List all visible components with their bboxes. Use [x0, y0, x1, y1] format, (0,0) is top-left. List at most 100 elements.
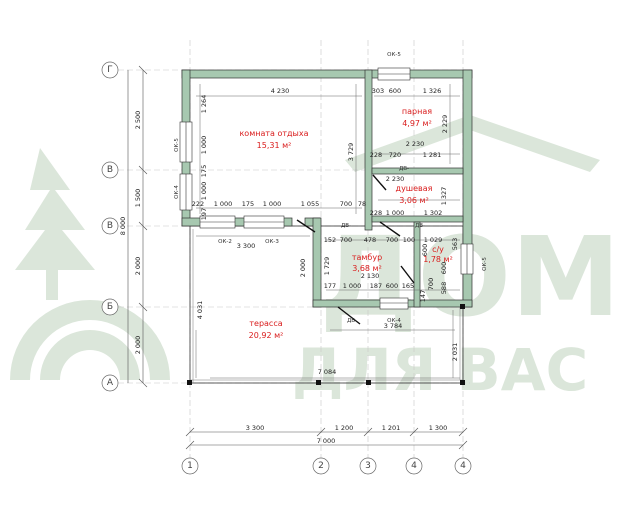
dim-p-1281: 1 281: [423, 151, 442, 159]
dim-p-1327: 1 327: [440, 187, 448, 206]
dim-x-187: 187: [370, 282, 382, 290]
dim-left-2000a: 2 000: [134, 257, 142, 276]
room-area-steam: 4,97 м²: [402, 119, 432, 128]
dim-top-1326: 1 326: [423, 87, 442, 95]
dim-v-3729: 3 729: [347, 143, 355, 162]
dim-t-100: 100: [403, 236, 415, 244]
dim-v-175: 175: [200, 165, 208, 177]
dim-v-2031: 2 031: [451, 343, 459, 362]
dim-w-222: 222: [192, 200, 204, 208]
dim-w-1000b: 1 000: [263, 200, 282, 208]
room-name-tambur: тамбур: [352, 253, 382, 262]
dim-bot-7000: 7 000: [317, 437, 336, 445]
room-labels: комната отдыха 15,31 м² парная 4,97 м² д…: [239, 107, 452, 340]
dim-w-78: 78: [358, 200, 366, 208]
room-area-rest: 15,31 м²: [257, 141, 292, 150]
dim-t-1029: 1 029: [424, 236, 443, 244]
label-ok5-top: ОК-5: [387, 52, 401, 58]
dim-t-152: 152: [324, 236, 336, 244]
label-dv-tambur: ДВ-: [341, 223, 351, 229]
room-name-rest: комната отдыха: [239, 129, 308, 138]
axis-row-g: Г: [107, 65, 113, 75]
dim-left-8000: 8 000: [119, 217, 127, 236]
dim-x-600: 600: [386, 282, 398, 290]
label-dv-shower: ДВ-: [399, 166, 409, 172]
dim-left-1500: 1 500: [134, 189, 142, 208]
col-axis-markers: [181, 457, 472, 475]
label-ok5-left: ОК-5: [174, 138, 180, 152]
dim-x-3300: 3 300: [237, 242, 256, 250]
dim-v-1000b: 1 000: [200, 182, 208, 201]
dim-bot-1201: 1 201: [382, 424, 401, 432]
dimension-labels: 4 230 303 600 1 326 1 264 1 000 175 1 00…: [119, 87, 459, 445]
dim-p-1302: 1 302: [424, 209, 443, 217]
dim-t-563: 563: [451, 238, 459, 250]
dim-top-303: 303: [372, 87, 384, 95]
dim-w-1055: 1 055: [301, 200, 320, 208]
label-dv-right: ДВ-: [415, 223, 425, 229]
room-area-tambur: 3,68 м²: [352, 264, 382, 273]
dim-p-2230b: 2 230: [386, 175, 405, 183]
label-ok4-bottom: ОК-4: [387, 318, 401, 324]
room-area-shower: 3,06 м²: [399, 196, 429, 205]
dim-x-3784: 3 784: [384, 322, 403, 330]
dim-x-165: 165: [402, 282, 414, 290]
dim-left-2000b: 2 000: [134, 336, 142, 355]
label-ok3: ОК-3: [265, 239, 279, 245]
dim-x-588: 588: [440, 282, 448, 294]
dim-p-720: 720: [389, 151, 401, 159]
dim-bot-1300: 1 300: [429, 424, 448, 432]
dim-v-197: 197: [200, 208, 208, 220]
axis-col-3: 3: [365, 461, 371, 471]
dim-w-1000a: 1 000: [214, 200, 233, 208]
dim-x-2130: 2 130: [361, 272, 380, 280]
dim-t-600: 600: [421, 244, 429, 256]
bottom-dimension-chain: [185, 427, 468, 450]
dim-v-2000: 2 000: [299, 259, 307, 278]
opening-labels: ОК-5 ОК-5 ОК-4 ОК-5 ОК-2 ОК-3 ОК-4 ДВ- Д…: [174, 52, 488, 324]
dim-p-2230a: 2 230: [406, 140, 425, 148]
axis-col-1: 1: [187, 461, 193, 471]
dim-left-2500: 2 500: [134, 111, 142, 130]
label-dv-lower: ДВ-: [347, 318, 357, 324]
dim-x-1000: 1 000: [343, 282, 362, 290]
axis-col-2: 2: [318, 461, 324, 471]
dim-x-7084: 7 084: [318, 368, 337, 376]
watermark-line2: ДЛЯ ВАС: [292, 336, 588, 404]
row-axis-labels: Г В В Б А: [107, 65, 114, 388]
axis-row-v2: В: [107, 221, 113, 231]
dim-x-700: 700: [427, 278, 435, 290]
dim-x-600b: 600: [440, 262, 448, 274]
dim-bot-1200: 1 200: [335, 424, 354, 432]
label-ok5-right: ОК-5: [482, 257, 488, 271]
room-area-terrace: 20,92 м²: [249, 331, 284, 340]
label-ok2: ОК-2: [218, 239, 232, 245]
dim-v-4031: 4 031: [196, 301, 204, 320]
dim-t-478: 478: [364, 236, 376, 244]
column-posts: [187, 304, 465, 385]
dim-bot-3300: 3 300: [246, 424, 265, 432]
dim-v-2229: 2 229: [441, 115, 449, 134]
room-area-wc: 1,78 м²: [423, 255, 453, 264]
dim-v-1729: 1 729: [323, 257, 331, 276]
dim-t-700: 700: [340, 236, 352, 244]
room-name-terrace: терасса: [249, 319, 282, 328]
col-axis-labels: 1 2 3 4 4: [187, 461, 466, 471]
room-name-steam: парная: [402, 107, 432, 116]
row-axis-markers: [101, 61, 119, 392]
dim-t-700b: 700: [386, 236, 398, 244]
dim-v-1264: 1 264: [200, 95, 208, 114]
windows: [179, 67, 474, 310]
dim-x-177: 177: [324, 282, 336, 290]
dim-p-228a: 228: [370, 151, 382, 159]
axis-col-4b: 4: [460, 461, 466, 471]
axis-col-4a: 4: [411, 461, 417, 471]
dim-v-1000: 1 000: [200, 136, 208, 155]
axis-row-b: Б: [107, 302, 113, 312]
axis-row-v1: В: [107, 165, 113, 175]
left-dimension-chain: [127, 65, 148, 388]
interior-dim-lines: [195, 84, 460, 379]
dim-x-147: 147: [419, 290, 427, 302]
dim-p-228b: 228: [370, 209, 382, 217]
